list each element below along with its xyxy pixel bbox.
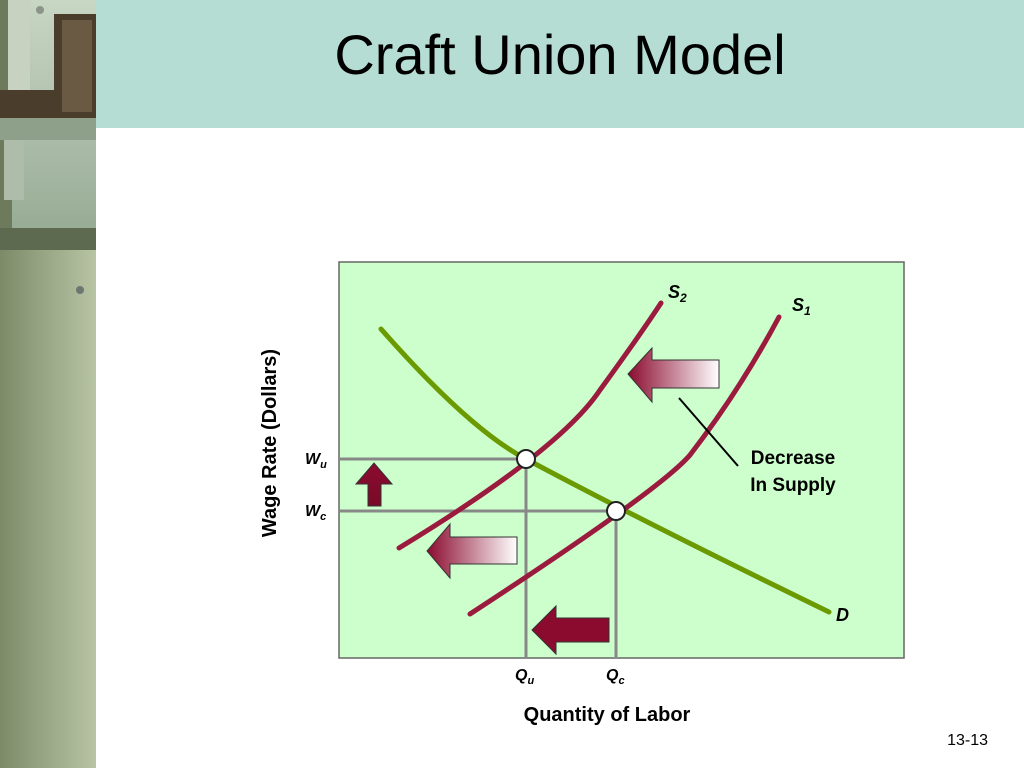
qty-low-label: Qu: [515, 667, 534, 687]
supply-shift-arrow-top: [627, 346, 720, 404]
wage-low-label: Wc: [305, 503, 326, 523]
slide-number: 13-13: [947, 732, 988, 749]
union-equilibrium-point: [516, 449, 536, 469]
annotation-pointer: [678, 397, 739, 467]
demand-curve: [378, 326, 832, 615]
supply-curve-s2: [396, 300, 664, 551]
annotation-line2: In Supply: [750, 475, 836, 496]
annotation-line1: Decrease: [751, 448, 836, 469]
supply-shift-arrow-middle: [426, 522, 518, 580]
qty-high-label: Qc: [606, 667, 625, 687]
supply-s1-label: S1: [792, 295, 811, 318]
quantity-decrease-arrow: [531, 604, 610, 656]
demand-label: D: [836, 605, 849, 625]
y-axis-label: Wage Rate (Dollars): [259, 349, 281, 537]
supply-s2-label: S2: [668, 282, 687, 305]
competitive-equilibrium-point: [606, 501, 626, 521]
x-axis-label: Quantity of Labor: [524, 704, 691, 726]
decorative-sidebar: [0, 0, 96, 768]
supply-curve-s1: [467, 314, 782, 617]
wage-increase-arrow: [354, 462, 394, 507]
wage-high-label: Wu: [305, 451, 327, 471]
header-band: [96, 0, 1024, 128]
slide-title: Craft Union Model: [334, 23, 786, 86]
